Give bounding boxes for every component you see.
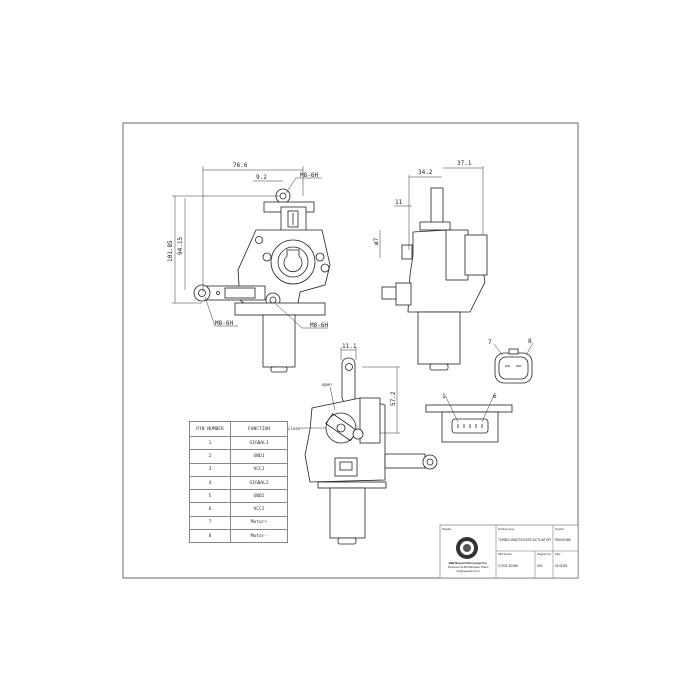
connector-pin-7-label: 7 [488,339,492,346]
header-pin-number: PIN NUMBER [189,421,231,437]
supplier-label: Supplier [442,527,452,531]
dim-thread-bottom: M8-6H [310,322,328,329]
title-block: Supplier BBB Maynard Motoryzacja S.A. Po… [439,524,579,579]
dim-side-small: 11 [395,199,403,206]
pin-number: 6 [189,502,231,517]
pin-function: SIGNAL2 [230,475,288,491]
supplier-web: info@maynard.com.pl [456,570,480,573]
dim-side-width-b: 37.1 [457,160,472,167]
pin-number: 5 [189,489,231,504]
pin-number: 3 [189,462,231,477]
connector-pin-1-label: 1 [442,393,446,400]
supplier-address: Pogorzelec 81-800 Warszawa, Poland [448,566,489,569]
connector-motor-view: 7 8 [488,338,534,384]
pin-function: GND2 [230,489,288,504]
dim-thread-top: M8-6H [300,172,318,179]
close-label: close [288,426,301,431]
pin-function: Motor+ [230,515,288,531]
connector-pin-6-label: 6 [493,393,497,400]
diagram-no-label: Diagram No. [537,552,552,556]
product-name-label: Product name [498,527,515,531]
pin-number: 8 [189,529,231,544]
diagram-no: 001 [537,564,543,568]
oe-number-label: OE Number [498,552,512,556]
drawing-frame [122,122,579,579]
pin-function: Motor- [230,529,288,544]
side-view: 34.2 37.1 11 ø7 [373,160,488,371]
connector-sensor-view: 1 6 [425,393,513,443]
product-name: TURBO WASTEGATE ACTUATOR [498,538,551,542]
header-function: FUNCTION [230,421,288,437]
dim-bottom-height: 57.2 [390,391,397,406]
pin-function: GND1 [230,449,288,464]
dim-front-height-inner: 94.15 [177,237,184,255]
front-view: 76.6 9.2 101.85 94.15 M8-6H M8-6H M8-6H [167,162,331,373]
open-label: open [322,382,332,387]
dim-front-width: 76.6 [233,162,248,169]
oe-number: 17201-30180 [498,564,518,568]
pin-function: VCC1 [230,462,288,477]
symbol-label: Symbol [555,527,564,531]
connector-pin-8-label: 8 [528,338,532,345]
date-value: 01/2025 [555,564,567,568]
pin-number: 7 [189,515,231,531]
supplier-name: BBB Maynard Motoryzacja S.A. [449,561,488,565]
dim-front-offset: 9.2 [256,174,267,181]
symbol-value: 9920V068 [555,538,571,542]
date-label: Date [555,552,561,556]
bottom-view: 11.1 57.2 open close [288,343,438,545]
dim-bottom-offset: 11.1 [342,343,357,350]
pin-function: VCC2 [230,502,288,517]
pin-number: 4 [189,475,231,491]
dim-front-height-total: 101.85 [167,240,174,262]
dim-side-diameter: ø7 [373,237,380,245]
table-header-row: PIN NUMBER FUNCTION [189,421,288,437]
dim-thread-left: M8-6H [215,320,233,327]
pin-number: 2 [189,449,231,464]
pin-number: 1 [189,435,231,451]
pin-function: SIGNAL1 [230,435,288,451]
dim-side-width-a: 34.2 [418,169,433,176]
